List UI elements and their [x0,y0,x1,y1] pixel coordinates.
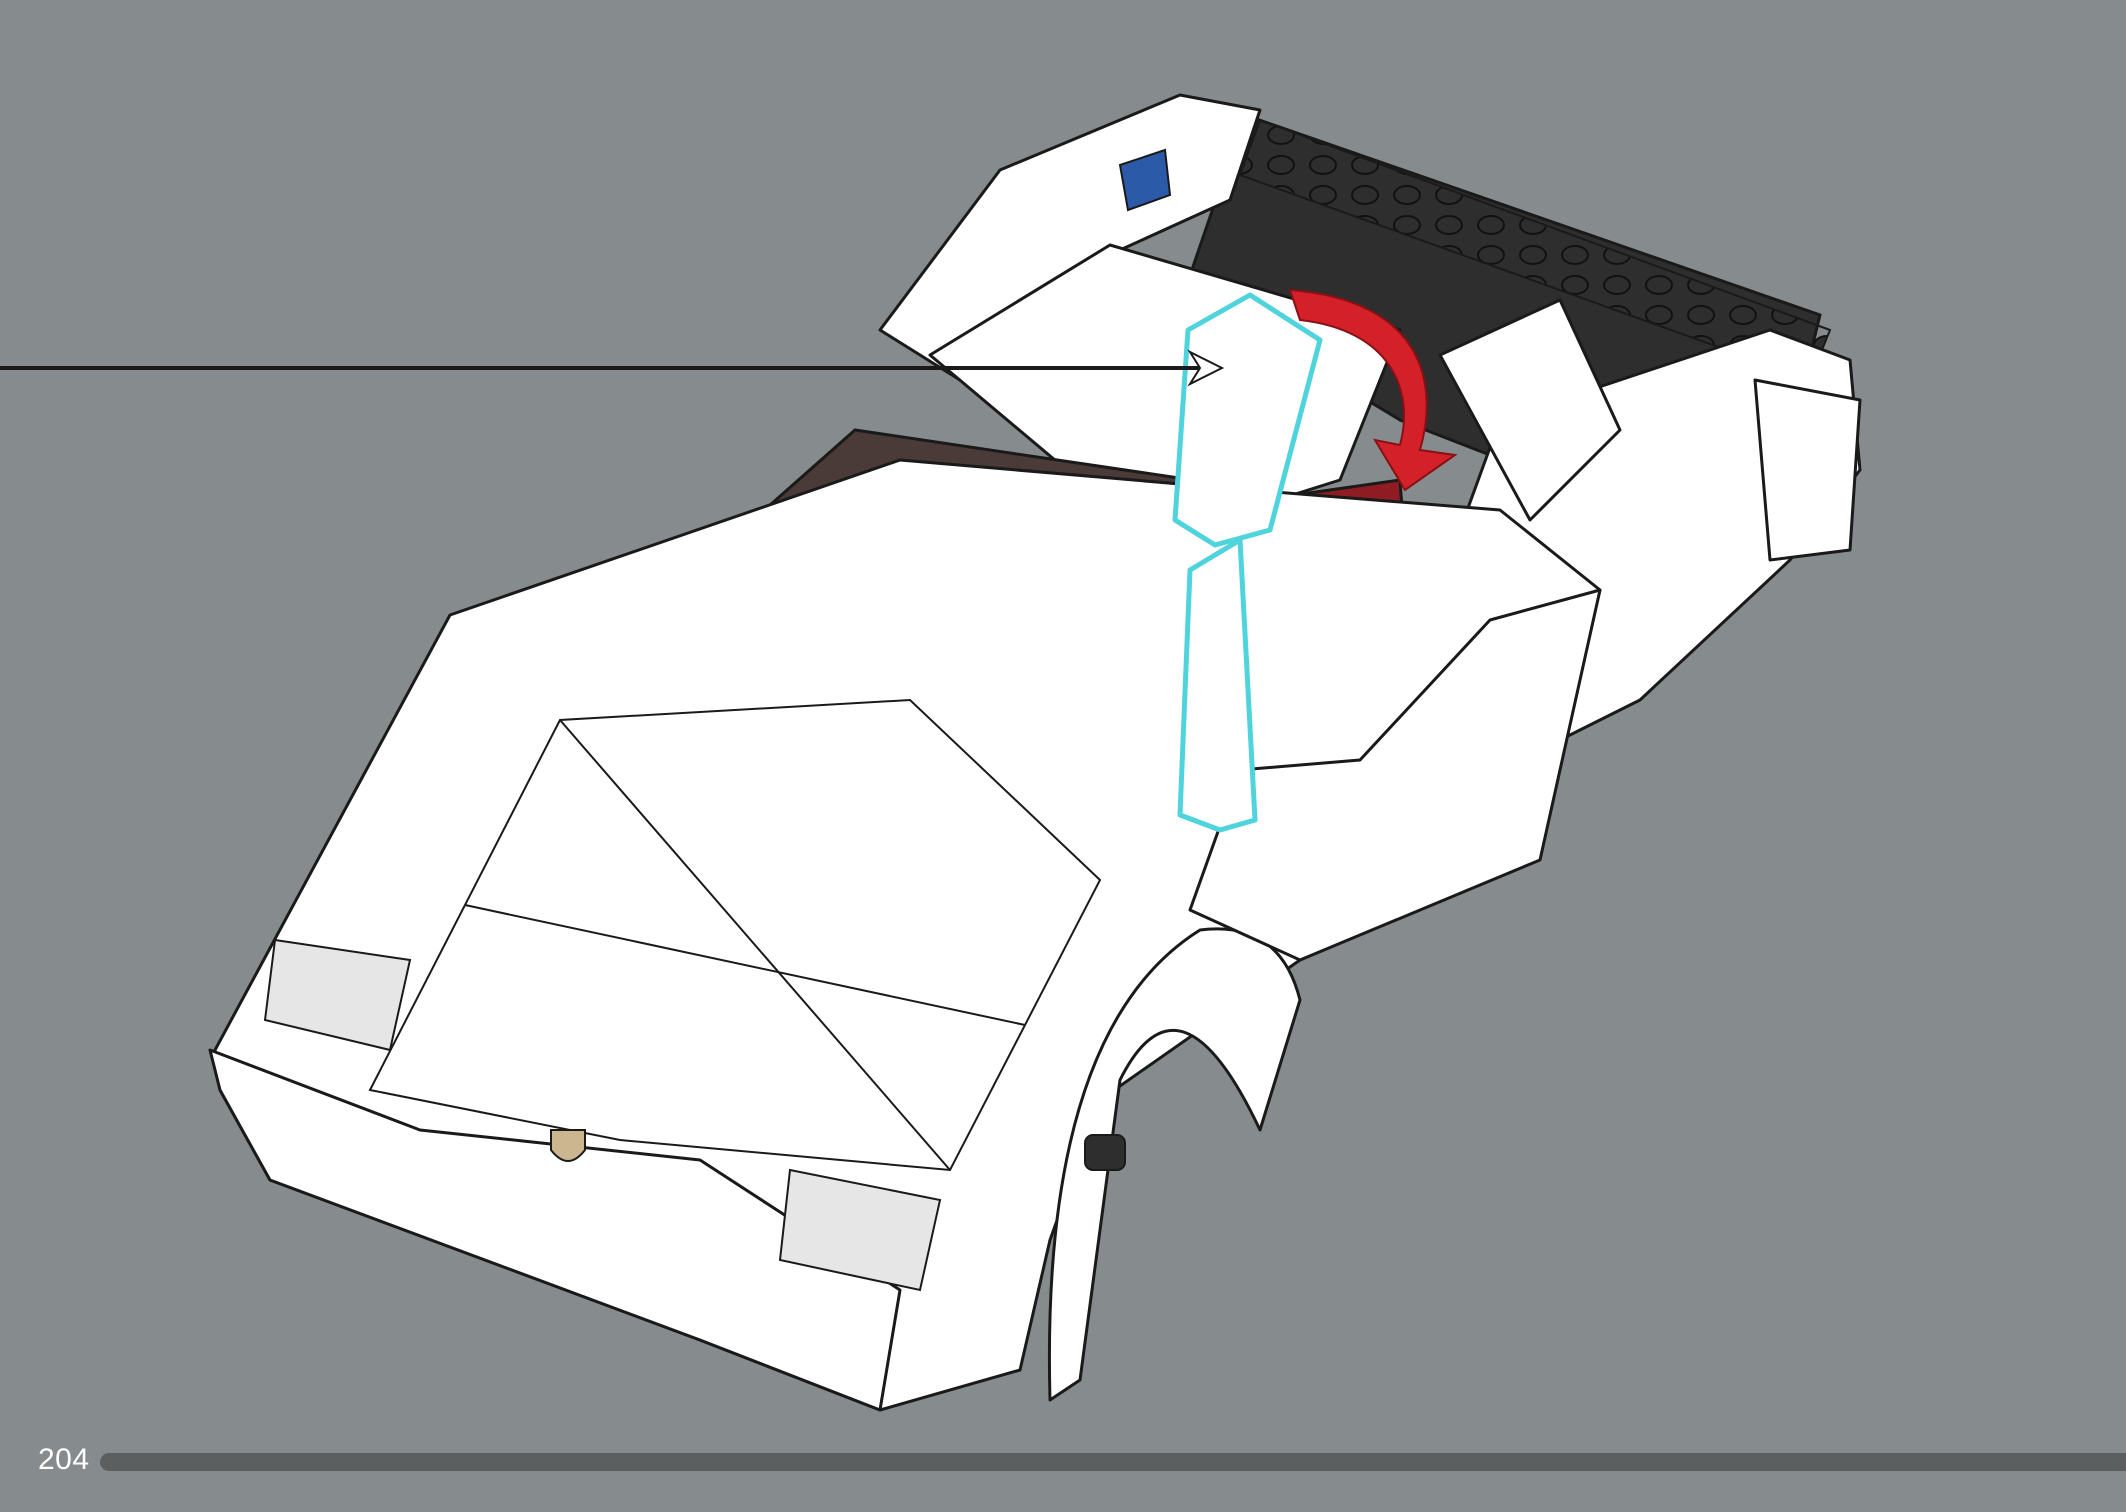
highlighted-hinge-parts [1172,292,1323,833]
right-door [1188,588,1602,962]
rear-left-flank [878,93,1262,382]
progress-bar [100,1453,2126,1471]
callout-pointer [0,349,1225,387]
logo-badge [550,1129,586,1162]
car-body-front [208,458,1602,1412]
page-number: 204 [38,1443,90,1476]
rotation-arrow [1288,288,1458,492]
